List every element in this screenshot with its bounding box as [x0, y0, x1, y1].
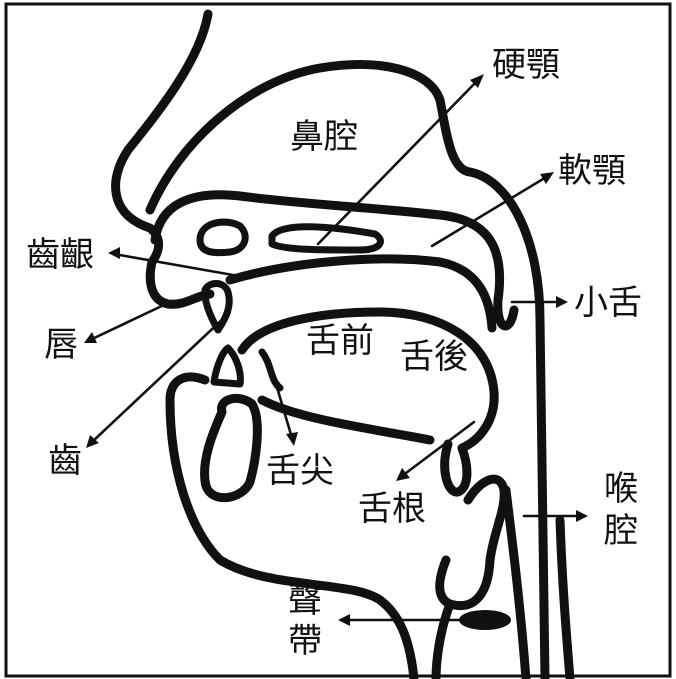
arrowhead-pharynx — [576, 510, 588, 522]
arrow-lips — [90, 304, 166, 340]
arrowhead-tongue-tip — [286, 432, 298, 446]
pharynx-inner-lines — [560, 520, 570, 679]
arrowhead-uvula — [556, 296, 568, 308]
nasal-turbinate-front — [200, 222, 245, 253]
arrowhead-soft-palate — [540, 172, 554, 184]
label-teeth: 齒 — [48, 441, 82, 481]
arrowhead-vocal-cords — [338, 614, 350, 626]
label-soft-palate: 軟顎 — [558, 151, 626, 191]
label-alveolar-ridge: 齒齦 — [26, 235, 94, 275]
label-vocal-cords-bottom: 帶 — [288, 621, 322, 661]
label-pharynx-bottom: 腔 — [604, 511, 638, 551]
palate-underside — [230, 259, 492, 328]
lower-tooth — [214, 348, 240, 384]
label-hard-palate: 硬顎 — [492, 45, 560, 85]
label-tongue-tip: 舌尖 — [266, 451, 334, 491]
label-vocal-cords-top: 聲 — [288, 581, 322, 621]
label-tongue-front: 舌前 — [306, 321, 374, 361]
arrow-alveolar — [114, 254, 250, 278]
mandible-inner — [205, 398, 258, 497]
epiglottis — [440, 479, 504, 606]
nasal-turbinate-back — [272, 227, 380, 250]
label-pharynx-top: 喉 — [604, 469, 638, 509]
arrowhead-alveolar — [108, 247, 120, 259]
label-lips: 唇 — [44, 325, 78, 365]
larynx-front — [436, 604, 450, 679]
label-tongue-back: 舌後 — [400, 337, 468, 377]
larynx-back — [506, 490, 526, 679]
label-nasal-cavity: 鼻腔 — [290, 117, 358, 157]
label-uvula: 小舌 — [574, 283, 642, 323]
label-tongue-root: 舌根 — [358, 489, 426, 529]
tongue-tip-curl — [262, 352, 280, 388]
